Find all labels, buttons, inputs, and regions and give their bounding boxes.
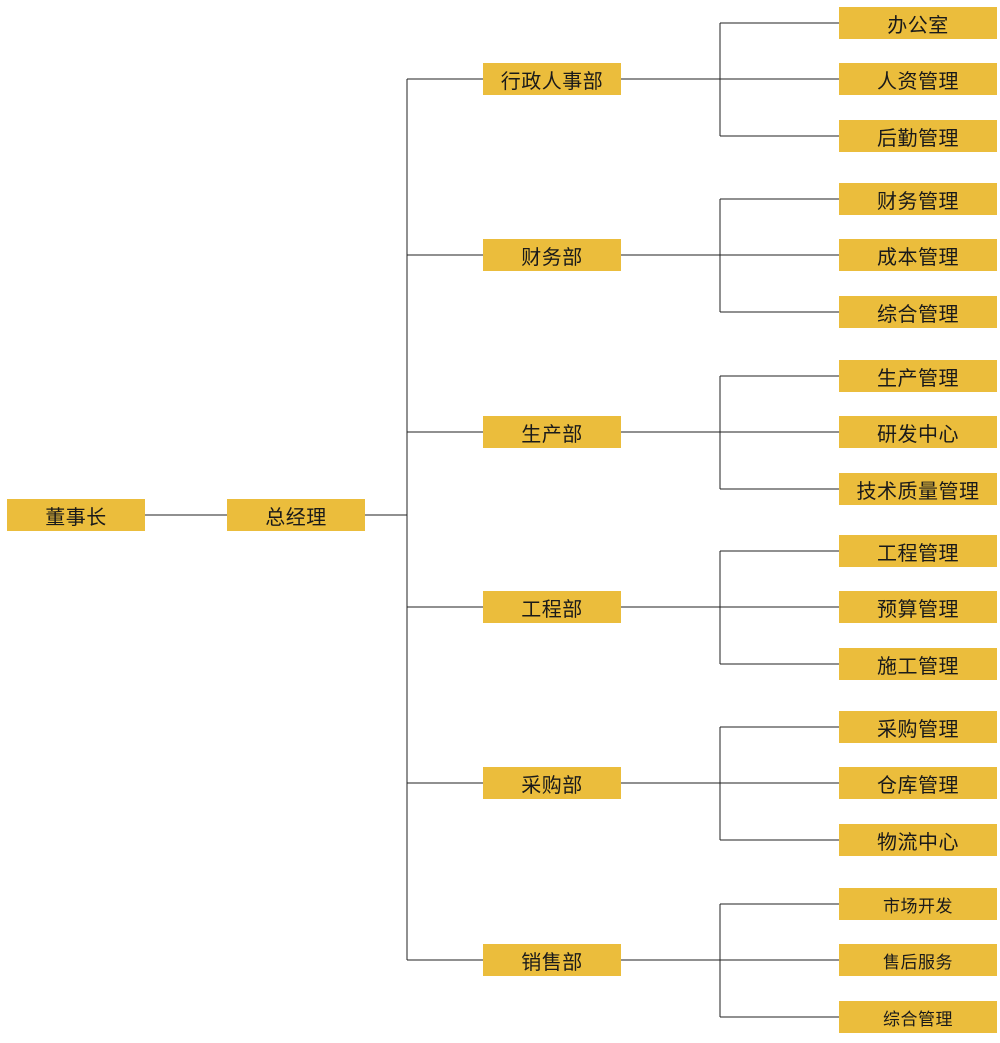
unit-box-rnd-center[interactable]: 研发中心: [839, 416, 997, 448]
unit-box-engineering-management[interactable]: 工程管理: [839, 535, 997, 567]
unit-box-after-sales-service[interactable]: 售后服务: [839, 944, 997, 976]
department-box-production[interactable]: 生产部: [483, 416, 621, 448]
general-manager-box[interactable]: 总经理: [227, 499, 365, 531]
unit-box-production-management[interactable]: 生产管理: [839, 360, 997, 392]
unit-box-office[interactable]: 办公室: [839, 7, 997, 39]
unit-box-finance-management[interactable]: 财务管理: [839, 183, 997, 215]
unit-box-general-management[interactable]: 综合管理: [839, 296, 997, 328]
chairman-box[interactable]: 董事长: [7, 499, 145, 531]
unit-box-logistics-center[interactable]: 物流中心: [839, 824, 997, 856]
unit-box-market-development[interactable]: 市场开发: [839, 888, 997, 920]
unit-box-logistics-support[interactable]: 后勤管理: [839, 120, 997, 152]
unit-box-construction-management[interactable]: 施工管理: [839, 648, 997, 680]
department-box-engineering[interactable]: 工程部: [483, 591, 621, 623]
unit-box-cost-management[interactable]: 成本管理: [839, 239, 997, 271]
unit-box-tech-quality-management[interactable]: 技术质量管理: [839, 473, 997, 505]
department-box-admin-hr[interactable]: 行政人事部: [483, 63, 621, 95]
unit-box-warehouse-management[interactable]: 仓库管理: [839, 767, 997, 799]
unit-box-sales-general-management[interactable]: 综合管理: [839, 1001, 997, 1033]
unit-box-purchasing-management[interactable]: 采购管理: [839, 711, 997, 743]
department-box-sales[interactable]: 销售部: [483, 944, 621, 976]
unit-box-budget-management[interactable]: 预算管理: [839, 591, 997, 623]
department-box-finance[interactable]: 财务部: [483, 239, 621, 271]
department-box-procurement[interactable]: 采购部: [483, 767, 621, 799]
unit-box-hr-management[interactable]: 人资管理: [839, 63, 997, 95]
